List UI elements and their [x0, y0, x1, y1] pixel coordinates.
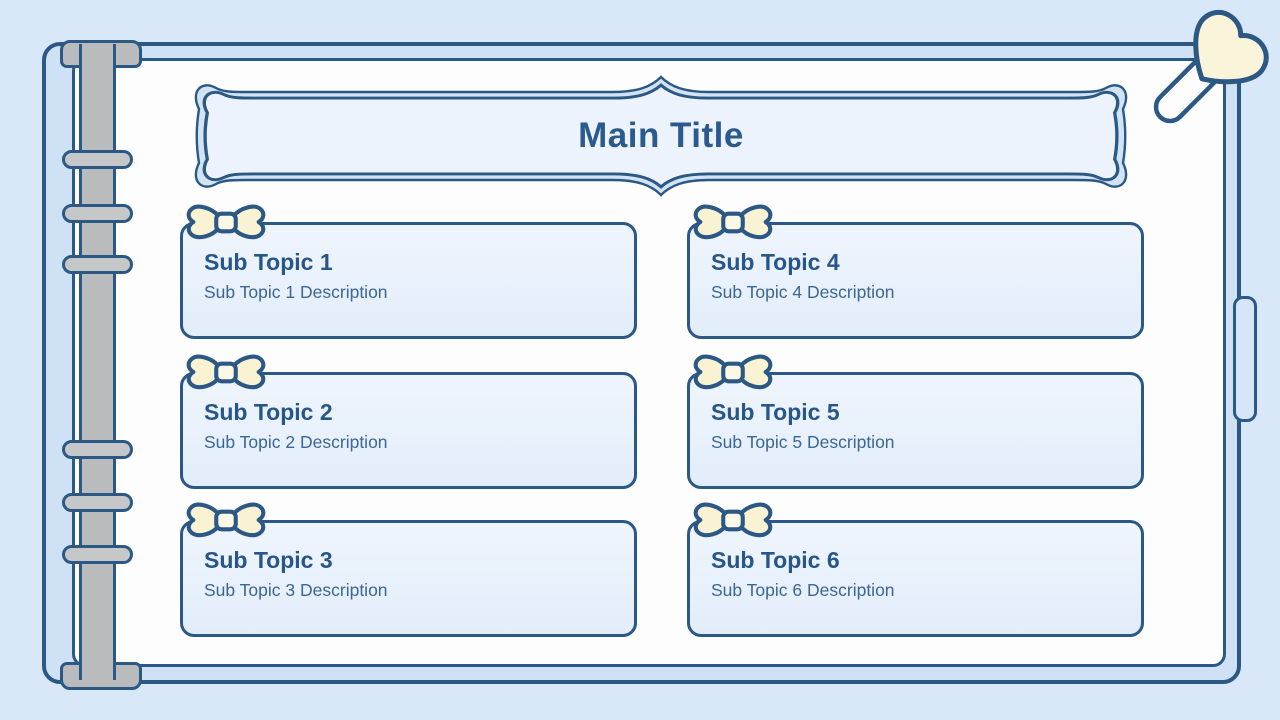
- bow-icon: [186, 204, 266, 240]
- subtopic-card-4: Sub Topic 4 Sub Topic 4 Description: [687, 204, 1144, 339]
- binder-ring-icon: [62, 150, 133, 169]
- bow-icon: [186, 354, 266, 390]
- bow-icon: [186, 502, 266, 538]
- heart-icon: [1193, 9, 1269, 85]
- bow-icon: [693, 204, 773, 240]
- subtopic-description: Sub Topic 4 Description: [711, 282, 895, 302]
- subtopic-card-1: Sub Topic 1 Sub Topic 1 Description: [180, 204, 637, 339]
- title-banner: Main Title: [175, 73, 1147, 199]
- binder-ring-icon: [62, 204, 133, 223]
- side-tab: [1233, 296, 1257, 422]
- subtopic-title: Sub Topic 3: [204, 547, 333, 573]
- bow-icon: [693, 502, 773, 538]
- subtopic-description: Sub Topic 2 Description: [204, 432, 388, 452]
- binder-ring-icon: [62, 440, 133, 459]
- spine-bar: [79, 44, 116, 680]
- binder-ring-icon: [62, 255, 133, 274]
- heart-pin-icon: [1148, 2, 1269, 127]
- subtopic-description: Sub Topic 5 Description: [711, 432, 895, 452]
- subtopic-card-2: Sub Topic 2 Sub Topic 2 Description: [180, 354, 637, 489]
- subtopic-title: Sub Topic 1: [204, 249, 333, 275]
- binder-ring-icon: [62, 545, 133, 564]
- subtopic-title: Sub Topic 4: [711, 249, 840, 275]
- page-title: Main Title: [578, 116, 744, 155]
- subtopic-card-6: Sub Topic 6 Sub Topic 6 Description: [687, 502, 1144, 637]
- subtopic-card-5: Sub Topic 5 Sub Topic 5 Description: [687, 354, 1144, 489]
- binder-ring-icon: [62, 493, 133, 512]
- subtopic-title: Sub Topic 5: [711, 399, 840, 425]
- subtopic-title: Sub Topic 6: [711, 547, 840, 573]
- subtopic-card-3: Sub Topic 3 Sub Topic 3 Description: [180, 502, 637, 637]
- bow-icon: [693, 354, 773, 390]
- subtopic-title: Sub Topic 2: [204, 399, 333, 425]
- subtopic-description: Sub Topic 1 Description: [204, 282, 388, 302]
- subtopic-description: Sub Topic 6 Description: [711, 580, 895, 600]
- subtopic-description: Sub Topic 3 Description: [204, 580, 388, 600]
